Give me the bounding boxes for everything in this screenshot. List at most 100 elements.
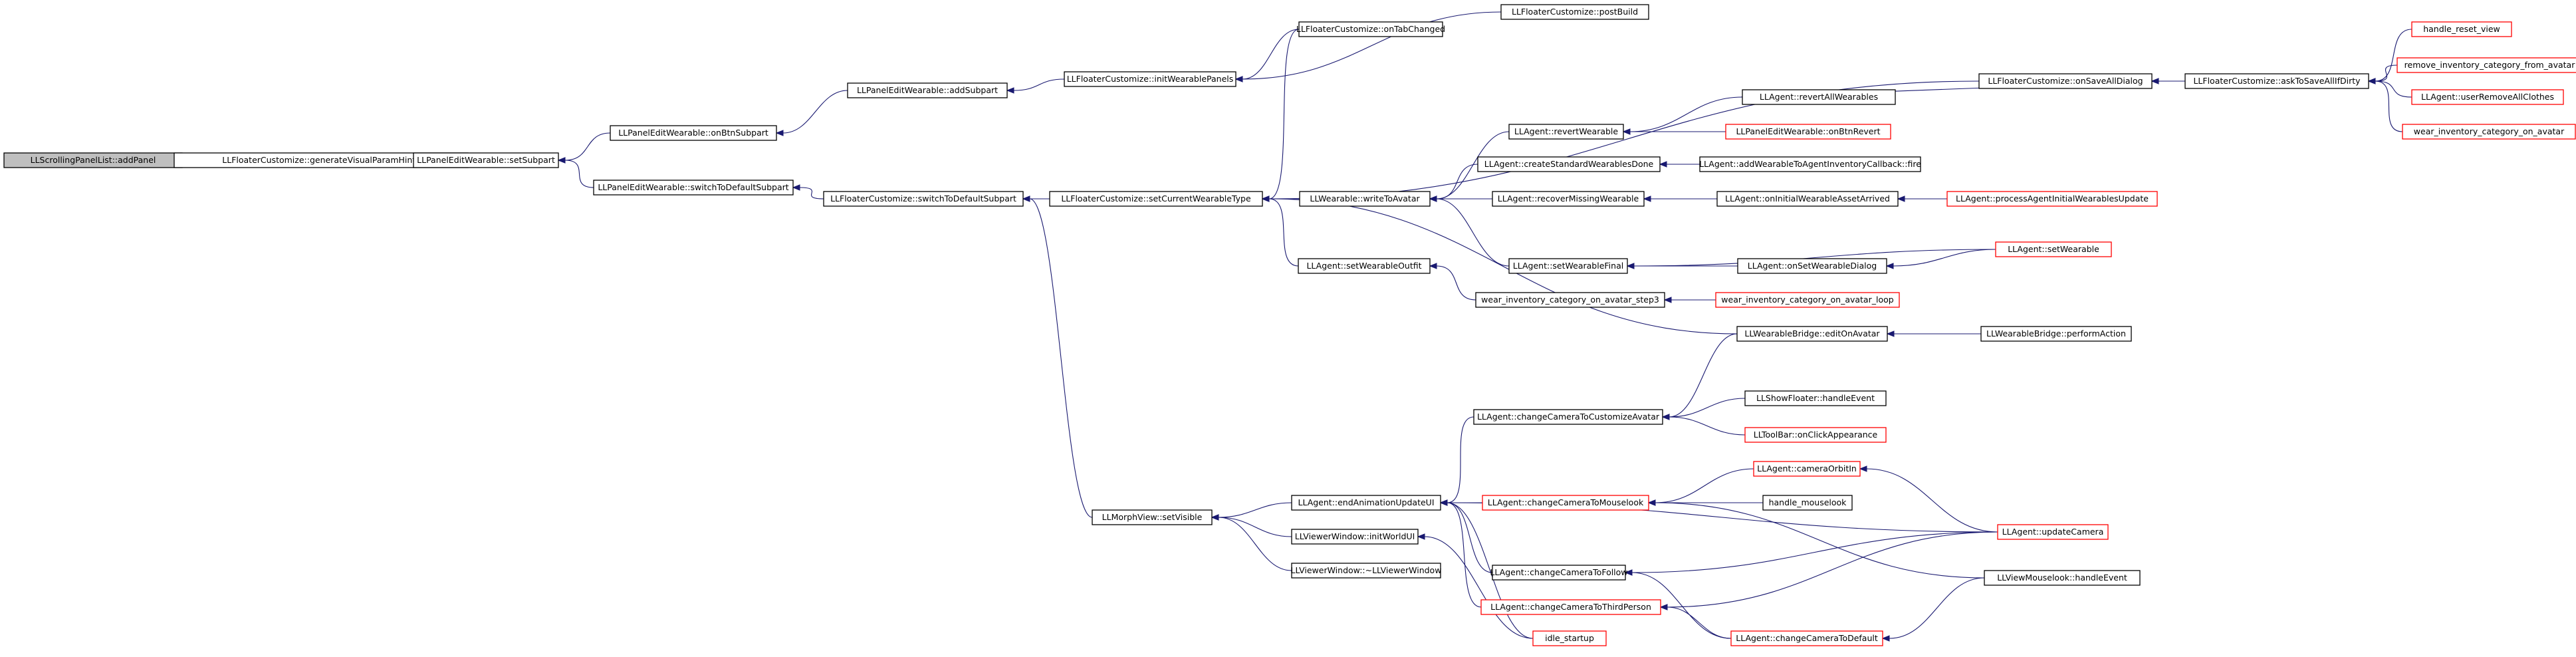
call-edge bbox=[1629, 96, 1743, 132]
node-n9[interactable]: LLFloaterCustomize::setCurrentWearableTy… bbox=[1049, 191, 1263, 207]
node-label: LLViewerWindow::~LLViewerWindow bbox=[1291, 565, 1442, 575]
edge-arrowhead bbox=[557, 157, 566, 164]
call-edge bbox=[1242, 29, 1300, 80]
call-edge bbox=[1667, 531, 1998, 608]
node-n34[interactable]: LLAgent::changeCameraToCustomizeAvatar bbox=[1473, 409, 1663, 425]
node-n3[interactable]: LLPanelEditWearable::onBtnSubpart bbox=[610, 125, 777, 141]
node-n10[interactable]: LLFloaterCustomize::onTabChanged bbox=[1296, 21, 1445, 37]
node-n21[interactable]: LLAgent::createStandardWearablesDone bbox=[1477, 156, 1661, 172]
node-n16[interactable]: wear_inventory_category_on_avatar bbox=[2402, 124, 2576, 140]
call-edge bbox=[564, 132, 611, 161]
node-box bbox=[1480, 599, 1661, 615]
node-n5[interactable]: LLPanelEditWearable::addSubpart bbox=[847, 82, 1008, 98]
node-n42[interactable]: LLAgent::updateCamera bbox=[1997, 524, 2109, 540]
node-n40[interactable]: LLAgent::cameraOrbitIn bbox=[1753, 461, 1861, 477]
node-box bbox=[1744, 390, 1887, 406]
node-n48[interactable]: LLAgent::changeCameraToDefault bbox=[1730, 630, 1883, 646]
node-box bbox=[1291, 563, 1441, 579]
node-n11[interactable]: LLFloaterCustomize::onSaveAllDialog bbox=[1978, 73, 2153, 89]
node-n30[interactable]: wear_inventory_category_on_avatar_step3 bbox=[1475, 292, 1665, 308]
node-n17[interactable]: LLWearable::writeToAvatar bbox=[1299, 191, 1431, 207]
node-n1[interactable]: LLFloaterCustomize::generateVisualParamH… bbox=[174, 152, 469, 168]
node-n7[interactable]: LLFloaterCustomize::postBuild bbox=[1500, 4, 1649, 20]
node-n47[interactable]: LLAgent::changeCameraToThirdPerson bbox=[1480, 599, 1661, 615]
call-edge bbox=[1667, 606, 1732, 639]
node-box bbox=[1736, 326, 1888, 342]
node-n23[interactable]: LLAgent::recoverMissingWearable bbox=[1492, 191, 1645, 207]
node-box bbox=[1092, 509, 1213, 525]
node-label: LLAgent::recoverMissingWearable bbox=[1498, 194, 1639, 203]
node-label: LLFloaterCustomize::generateVisualParamH… bbox=[222, 155, 419, 165]
node-box bbox=[1995, 241, 2112, 257]
call-edge bbox=[1669, 398, 1746, 418]
node-box bbox=[1492, 191, 1645, 207]
node-n31[interactable]: wear_inventory_category_on_avatar_loop bbox=[1715, 292, 1900, 308]
node-n41[interactable]: handle_mouselook bbox=[1762, 495, 1853, 511]
node-n2[interactable]: LLPanelEditWearable::setSubpart bbox=[413, 152, 559, 168]
node-n19[interactable]: LLAgent::revertAllWearables bbox=[1742, 89, 1896, 105]
call-edge bbox=[1013, 78, 1065, 91]
node-box bbox=[1997, 524, 2109, 540]
node-box bbox=[1753, 461, 1861, 477]
node-label: LLAgent::changeCameraToFollow bbox=[1490, 567, 1627, 577]
node-label: LLAgent::endAnimationUpdateUI bbox=[1298, 497, 1434, 507]
node-label: handle_reset_view bbox=[2423, 24, 2500, 34]
node-n12[interactable]: LLFloaterCustomize::askToSaveAllIfDirty bbox=[2184, 73, 2369, 89]
node-n43[interactable]: LLViewerWindow::initWorldUI bbox=[1291, 529, 1419, 545]
node-n24[interactable]: LLAgent::onInitialWearableAssetArrived bbox=[1716, 191, 1899, 207]
call-edge bbox=[1889, 577, 1985, 639]
node-label: LLFloaterCustomize::onSaveAllDialog bbox=[1988, 76, 2143, 86]
node-n49[interactable]: idle_startup bbox=[1532, 630, 1607, 646]
node-box bbox=[1473, 409, 1663, 425]
node-n13[interactable]: handle_reset_view bbox=[2411, 21, 2512, 37]
node-n38[interactable]: LLAgent::endAnimationUpdateUI bbox=[1291, 495, 1441, 511]
node-n36[interactable]: LLToolBar::onClickAppearance bbox=[1744, 427, 1887, 443]
node-n0[interactable]: LLScrollingPanelList::addPanel bbox=[3, 152, 183, 168]
call-edge bbox=[1436, 164, 1478, 199]
node-box bbox=[1699, 156, 1921, 172]
call-edge bbox=[1436, 198, 1510, 267]
node-n26[interactable]: LLAgent::setWearableFinal bbox=[1508, 258, 1628, 274]
edge-arrowhead bbox=[1886, 330, 1895, 337]
node-label: LLViewMouselook::handleEvent bbox=[1997, 573, 2127, 583]
edge-arrowhead bbox=[1234, 76, 1243, 82]
node-box bbox=[1737, 258, 1887, 274]
node-n37[interactable]: LLMorphView::setVisible bbox=[1092, 509, 1213, 525]
node-label: wear_inventory_category_on_avatar bbox=[2414, 126, 2565, 136]
edge-arrowhead bbox=[1859, 465, 1867, 472]
node-n29[interactable]: LLAgent::setWearableOutfit bbox=[1298, 258, 1431, 274]
node-label: LLToolBar::onClickAppearance bbox=[1754, 430, 1878, 440]
node-label: LLAgent::createStandardWearablesDone bbox=[1484, 159, 1654, 169]
node-n35[interactable]: LLShowFloater::handleEvent bbox=[1744, 390, 1887, 406]
node-n14[interactable]: remove_inventory_category_from_avatar bbox=[2397, 57, 2576, 73]
node-n39[interactable]: LLAgent::changeCameraToMouselook bbox=[1482, 495, 1649, 511]
node-n45[interactable]: LLAgent::changeCameraToFollow bbox=[1490, 565, 1628, 581]
node-n25[interactable]: LLAgent::processAgentInitialWearablesUpd… bbox=[1946, 191, 2158, 207]
node-n28[interactable]: LLAgent::setWearable bbox=[1995, 241, 2112, 257]
node-label: LLAgent::changeCameraToCustomizeAvatar bbox=[1477, 412, 1660, 422]
node-n22[interactable]: LLAgent::addWearableToAgentInventoryCall… bbox=[1699, 156, 1921, 172]
node-box bbox=[1049, 191, 1263, 207]
node-box bbox=[1730, 630, 1883, 646]
node-label: LLAgent::changeCameraToMouselook bbox=[1488, 497, 1644, 507]
node-n33[interactable]: LLWearableBridge::performAction bbox=[1980, 326, 2132, 342]
node-box bbox=[1978, 73, 2153, 89]
call-edge bbox=[1218, 517, 1292, 571]
node-label: LLAgent::setWearableOutfit bbox=[1306, 261, 1421, 271]
node-box bbox=[1984, 570, 2141, 586]
node-n4[interactable]: LLPanelEditWearable::switchToDefaultSubp… bbox=[593, 180, 794, 196]
node-label: LLPanelEditWearable::onBtnRevert bbox=[1736, 126, 1880, 136]
node-n44[interactable]: LLViewerWindow::~LLViewerWindow bbox=[1291, 563, 1442, 579]
node-label: LLAgent::processAgentInitialWearablesUpd… bbox=[1956, 194, 2149, 203]
node-n20[interactable]: LLPanelEditWearable::onBtnRevert bbox=[1725, 124, 1891, 140]
node-n18[interactable]: LLAgent::revertWearable bbox=[1508, 124, 1624, 140]
node-n32[interactable]: LLWearableBridge::editOnAvatar bbox=[1736, 326, 1888, 342]
node-n15[interactable]: LLAgent::userRemoveAllClothes bbox=[2411, 89, 2564, 105]
node-n8[interactable]: LLFloaterCustomize::switchToDefaultSubpa… bbox=[823, 191, 1024, 207]
node-n27[interactable]: LLAgent::onSetWearableDialog bbox=[1737, 258, 1887, 274]
call-edge bbox=[564, 160, 594, 188]
node-label: idle_startup bbox=[1545, 633, 1594, 643]
node-n6[interactable]: LLFloaterCustomize::initWearablePanels bbox=[1064, 71, 1236, 87]
node-n46[interactable]: LLViewMouselook::handleEvent bbox=[1984, 570, 2141, 586]
node-box bbox=[1716, 191, 1899, 207]
